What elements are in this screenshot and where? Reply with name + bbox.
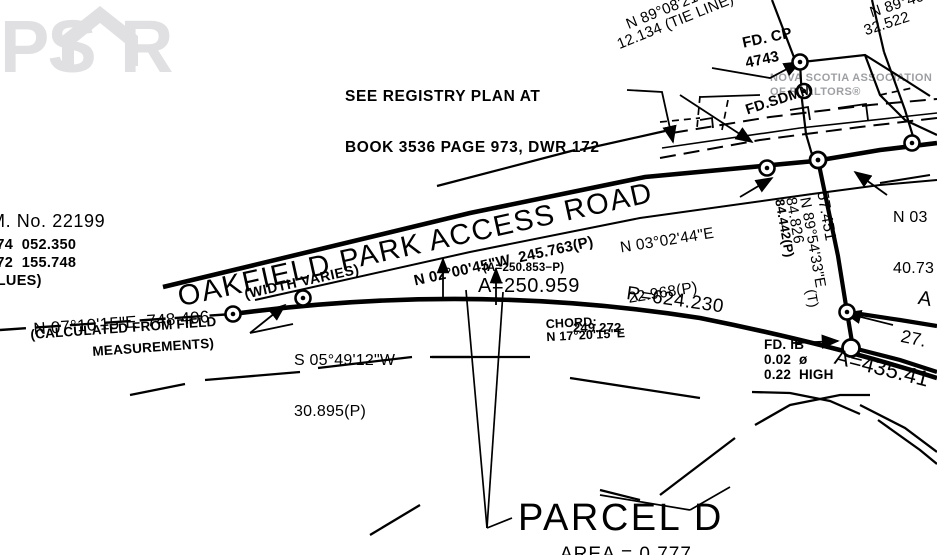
bg-arc-seg-10 bbox=[877, 419, 937, 465]
upper-parcel-edge3 bbox=[870, 0, 886, 53]
right-angle-tick-1 bbox=[699, 116, 714, 129]
east-vertical-suffix: (T) bbox=[803, 287, 823, 309]
west-boundary-line bbox=[0, 312, 234, 332]
tie-line-leader bbox=[711, 61, 802, 79]
interior-dashed-4 bbox=[879, 87, 913, 96]
dashed-road-edge-upper2 bbox=[671, 98, 937, 134]
dashed-road-edge-upper bbox=[659, 117, 937, 159]
road-text-underline-1 bbox=[436, 148, 576, 188]
upper-parcel-edge4 bbox=[882, 51, 917, 144]
station-fd-cp bbox=[791, 53, 809, 71]
road-centerline-thin bbox=[254, 193, 813, 301]
registry-note-line2: BOOK 3536 PAGE 973, DWR 172 bbox=[345, 138, 600, 156]
station-symbols bbox=[224, 53, 921, 358]
parcel-leader-1 bbox=[465, 289, 488, 529]
interior-dashed-3 bbox=[721, 99, 729, 131]
fd-ib-height: 0.22 HIGH bbox=[764, 367, 834, 382]
road-centerline-thin-east bbox=[811, 179, 937, 195]
short-offset-leader-1 bbox=[249, 303, 287, 334]
station-west bbox=[224, 305, 242, 323]
registry-note-leader-2 bbox=[679, 94, 754, 143]
short-offset-leader-2 bbox=[249, 323, 294, 334]
registry-note-line1: SEE REGISTRY PLAN AT bbox=[345, 88, 541, 106]
right-angle-tick-3 bbox=[837, 102, 869, 121]
arc-plan-value: (A=250.853−P) bbox=[483, 262, 565, 274]
cp-to-station-line bbox=[798, 61, 815, 159]
station-road-a bbox=[294, 289, 312, 307]
registry-note: SEE REGISTRY PLAN AT BOOK 3536 PAGE 973,… bbox=[345, 56, 600, 190]
ne-leg-leader bbox=[739, 177, 774, 198]
right-edge-n03-distance: 40.73 bbox=[893, 260, 935, 278]
bg-arc-seg-13 bbox=[369, 504, 421, 536]
road-text-underline-2 bbox=[579, 129, 666, 152]
right-edge-n03-label: N 03 40.73 bbox=[893, 174, 934, 312]
bg-arc-seg-7 bbox=[751, 390, 861, 416]
arc-measured-value: A=250.959 bbox=[478, 275, 580, 297]
right-n03-leader bbox=[853, 170, 888, 196]
fd-ib-leader bbox=[792, 334, 840, 349]
bg-arc-seg-3 bbox=[317, 355, 413, 370]
fd-ib-offset: 0.02 ø bbox=[764, 352, 808, 367]
parcel-leader-2 bbox=[486, 291, 504, 529]
fd-ib-label: FD. IB bbox=[764, 337, 805, 352]
interior-dashed-1 bbox=[659, 117, 701, 123]
upper-parcel-edge bbox=[801, 53, 931, 97]
bg-arc-seg-1 bbox=[129, 382, 186, 397]
road-north-boundary bbox=[162, 158, 816, 290]
right-angle-tick-2 bbox=[789, 105, 811, 121]
interior-dashed-2 bbox=[696, 95, 701, 129]
bg-arc-seg-8 bbox=[754, 393, 870, 426]
bg-arc-seg-9 bbox=[859, 403, 937, 453]
short-offset-distance: 30.895(P) bbox=[294, 403, 367, 421]
thin-road-line bbox=[661, 112, 937, 149]
east-connector bbox=[879, 174, 931, 184]
chord-distance: 249.272 bbox=[573, 320, 622, 335]
bg-arc-seg-2 bbox=[204, 370, 301, 382]
east-parcel-edge-upper bbox=[846, 309, 937, 329]
monument-coord-north: 974 052.350 bbox=[0, 237, 77, 253]
parcel-leader-right-2 bbox=[689, 486, 731, 511]
monument-values-note: ALUES) bbox=[0, 273, 42, 289]
ne-leg-bearing: N 03°02'44"E bbox=[619, 225, 716, 257]
sdmm-leader bbox=[699, 94, 761, 98]
station-fd-sdmm bbox=[795, 82, 813, 100]
parcel-leader-right-1 bbox=[599, 494, 691, 511]
registry-note-leader bbox=[626, 89, 677, 144]
monument-number: M. No. 22199 bbox=[0, 211, 106, 231]
bg-arc-seg-6 bbox=[569, 376, 701, 400]
station-east-mid bbox=[838, 303, 856, 321]
east-boundary-line bbox=[815, 159, 856, 349]
right-edge-n03-bearing: N 03 bbox=[893, 208, 928, 226]
bg-arc-seg-11 bbox=[599, 488, 641, 502]
bg-arc-seg-12 bbox=[659, 437, 736, 496]
short-offset-label: S 05°49'12"W 30.895(P) bbox=[294, 317, 395, 455]
parcel-area: AREA = 0.777 bbox=[560, 544, 692, 555]
station-far-east bbox=[903, 134, 921, 152]
upper-parcel-edge2 bbox=[863, 54, 937, 136]
parcel-title: PARCEL D bbox=[518, 497, 724, 539]
station-road-c bbox=[808, 150, 828, 170]
station-road-b bbox=[758, 159, 776, 177]
ne-leg-distance: 22.968(P) bbox=[626, 278, 699, 307]
parcel-leader-3 bbox=[486, 517, 513, 529]
short-offset-bearing: S 05°49'12"W bbox=[294, 351, 396, 369]
station-fd-ib bbox=[841, 338, 861, 358]
east-parcel-edge-lower bbox=[852, 345, 937, 374]
monument-coord-east: 572 155.748 bbox=[0, 255, 77, 271]
